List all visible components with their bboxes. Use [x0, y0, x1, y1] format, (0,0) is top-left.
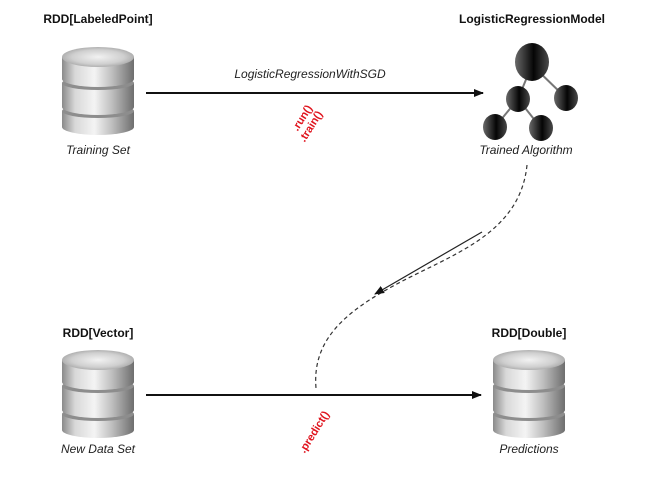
tree-node	[506, 86, 530, 112]
train-edge-label: LogisticRegressionWithSGD	[234, 67, 386, 81]
tree-node	[529, 115, 553, 141]
new-data-set-caption: New Data Set	[60, 442, 136, 456]
training-set-title: RDD[LabeledPoint]	[43, 12, 153, 26]
new-data-set-database-icon	[62, 350, 134, 438]
predictions-caption: Predictions	[499, 442, 559, 456]
tree-model-icon	[483, 43, 578, 141]
model-title: LogisticRegressionModel	[458, 12, 606, 26]
tree-root-node	[515, 43, 549, 81]
predictions-database-icon	[493, 350, 565, 438]
model-to-predict-dashed-curve	[315, 164, 528, 389]
training-set-caption: Training Set	[66, 143, 130, 157]
model-flow-arrow	[374, 231, 483, 295]
model-caption: Trained Algorithm	[479, 143, 573, 157]
new-data-set-title: RDD[Vector]	[62, 326, 134, 340]
tree-node	[483, 114, 507, 140]
training-set-database-icon	[62, 47, 134, 135]
predictions-title: RDD[Double]	[491, 326, 567, 340]
tree-node	[554, 85, 578, 111]
